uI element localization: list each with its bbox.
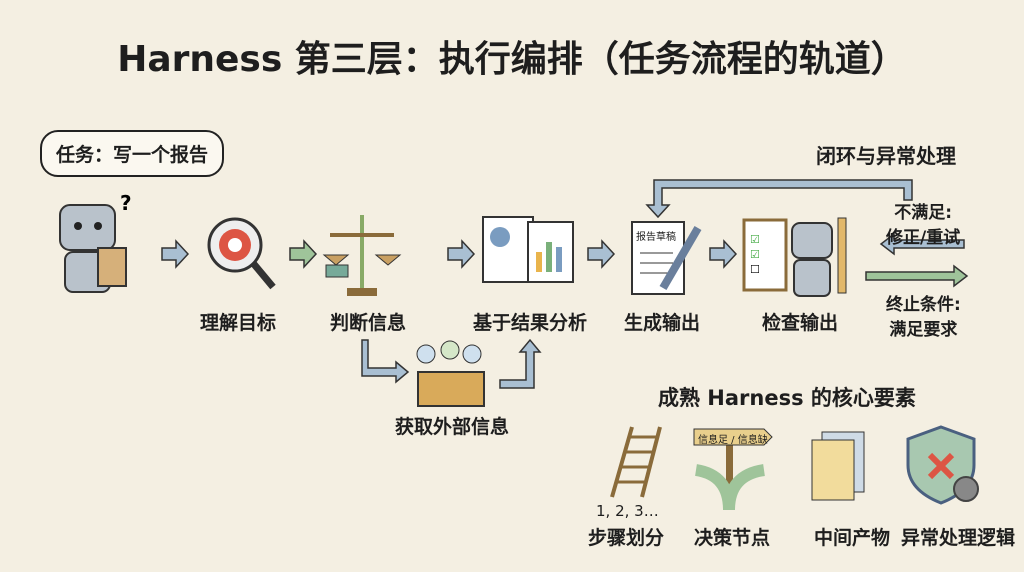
elements-title: 成熟 Harness 的核心要素 — [658, 386, 916, 410]
stop-line2: 满足要求 — [889, 320, 958, 340]
svg-text:☑: ☑ — [750, 248, 760, 261]
target-magnifier-icon — [207, 217, 276, 290]
ladder-icon — [610, 426, 662, 498]
loop-title: 闭环与异常处理 — [816, 144, 956, 168]
scale-icon — [322, 215, 402, 296]
element-label: 决策节点 — [693, 527, 771, 549]
step-label: 检查输出 — [761, 312, 839, 334]
page-title: Harness 第三层：执行编排（任务流程的轨道） — [117, 39, 907, 80]
retry-condition: 不满足: 修正/重试 — [886, 198, 960, 248]
retry-line1: 不满足: — [894, 203, 953, 223]
task-speech-bubble: 任务：写一个报告 — [40, 130, 225, 177]
draft-label: 报告草稿 — [636, 232, 676, 243]
svg-text:☐: ☐ — [750, 263, 760, 276]
step-label: 生成输出 — [623, 312, 701, 334]
report-draft-pen-icon — [631, 221, 702, 295]
robot-icon: ? — [59, 191, 132, 293]
checklist-robot-icon: ☑ ☑ ☐ — [742, 217, 847, 297]
analysis-documents-icon — [482, 216, 574, 283]
decision-signpost-icon — [693, 428, 773, 511]
documents-icon — [811, 431, 865, 501]
sign-text: 信息足 / 信息缺 — [698, 435, 768, 446]
shield-error-icon — [906, 425, 979, 505]
step-numbers: 1, 2, 3… — [596, 502, 659, 520]
retry-line2: 修正/重试 — [886, 228, 961, 248]
svg-text:☑: ☑ — [750, 233, 760, 246]
step-label: 判断信息 — [329, 312, 407, 334]
element-label: 步骤划分 — [587, 527, 665, 549]
stop-condition: 终止条件: 满足要求 — [886, 290, 961, 340]
element-label: 中间产物 — [813, 527, 891, 549]
side-step-label: 获取外部信息 — [394, 416, 510, 438]
step-label: 基于结果分析 — [472, 312, 588, 334]
stop-line1: 终止条件: — [886, 295, 961, 315]
svg-text:?: ? — [120, 191, 132, 215]
toolbox-icon — [416, 340, 485, 407]
step-label: 理解目标 — [199, 312, 277, 334]
element-label: 异常处理逻辑 — [900, 527, 1016, 549]
